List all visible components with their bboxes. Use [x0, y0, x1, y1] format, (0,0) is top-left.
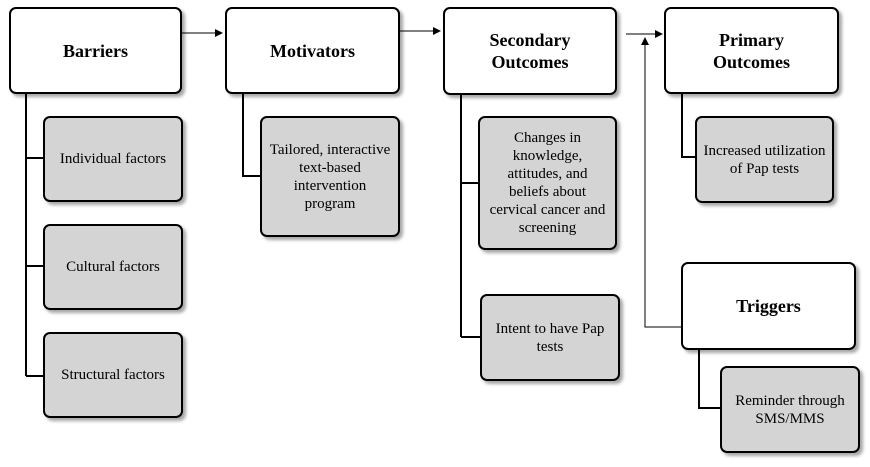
barriers-label: Barriers [63, 40, 128, 61]
increased-utilization-box: Increased utilization of Pap tests [695, 116, 834, 203]
secondary-outcomes-box: Secondary Outcomes [443, 7, 617, 95]
motivators-label: Motivators [270, 40, 355, 61]
primary-outcomes-box: Primary Outcomes [664, 7, 839, 94]
knowledge-change-box: Changes in knowledge, attitudes, and bel… [478, 116, 617, 250]
increased-utilization-label: Increased utilization of Pap tests [703, 142, 826, 177]
tailored-intervention-box: Tailored, interactive text-based interve… [260, 116, 400, 237]
individual-factors-box: Individual factors [43, 116, 183, 202]
intent-pap-label: Intent to have Pap tests [495, 320, 605, 355]
primary-bracket [681, 94, 695, 158]
reminder-sms-box: Reminder through SMS/MMS [720, 366, 860, 453]
cultural-factors-box: Cultural factors [43, 224, 183, 310]
primary-outcomes-label: Primary Outcomes [713, 29, 790, 72]
cultural-factors-label: Cultural factors [66, 259, 160, 275]
barriers-box: Barriers [9, 7, 182, 94]
motivators-bracket [242, 94, 260, 177]
intent-pap-box: Intent to have Pap tests [480, 294, 620, 381]
triggers-box: Triggers [681, 262, 856, 350]
triggers-label: Triggers [736, 296, 801, 316]
triggers-bracket [698, 350, 720, 409]
structural-factors-box: Structural factors [43, 332, 183, 418]
knowledge-change-label: Changes in knowledge, attitudes, and bel… [489, 130, 606, 236]
motivators-box: Motivators [225, 7, 400, 94]
reminder-sms-label: Reminder through SMS/MMS [735, 392, 845, 427]
tailored-intervention-label: Tailored, interactive text-based interve… [269, 141, 391, 212]
structural-factors-label: Structural factors [61, 367, 165, 383]
arrow-triggers-to-primary [641, 37, 681, 328]
individual-factors-label: Individual factors [59, 151, 167, 167]
secondary-outcomes-label: Secondary Outcomes [489, 30, 571, 72]
